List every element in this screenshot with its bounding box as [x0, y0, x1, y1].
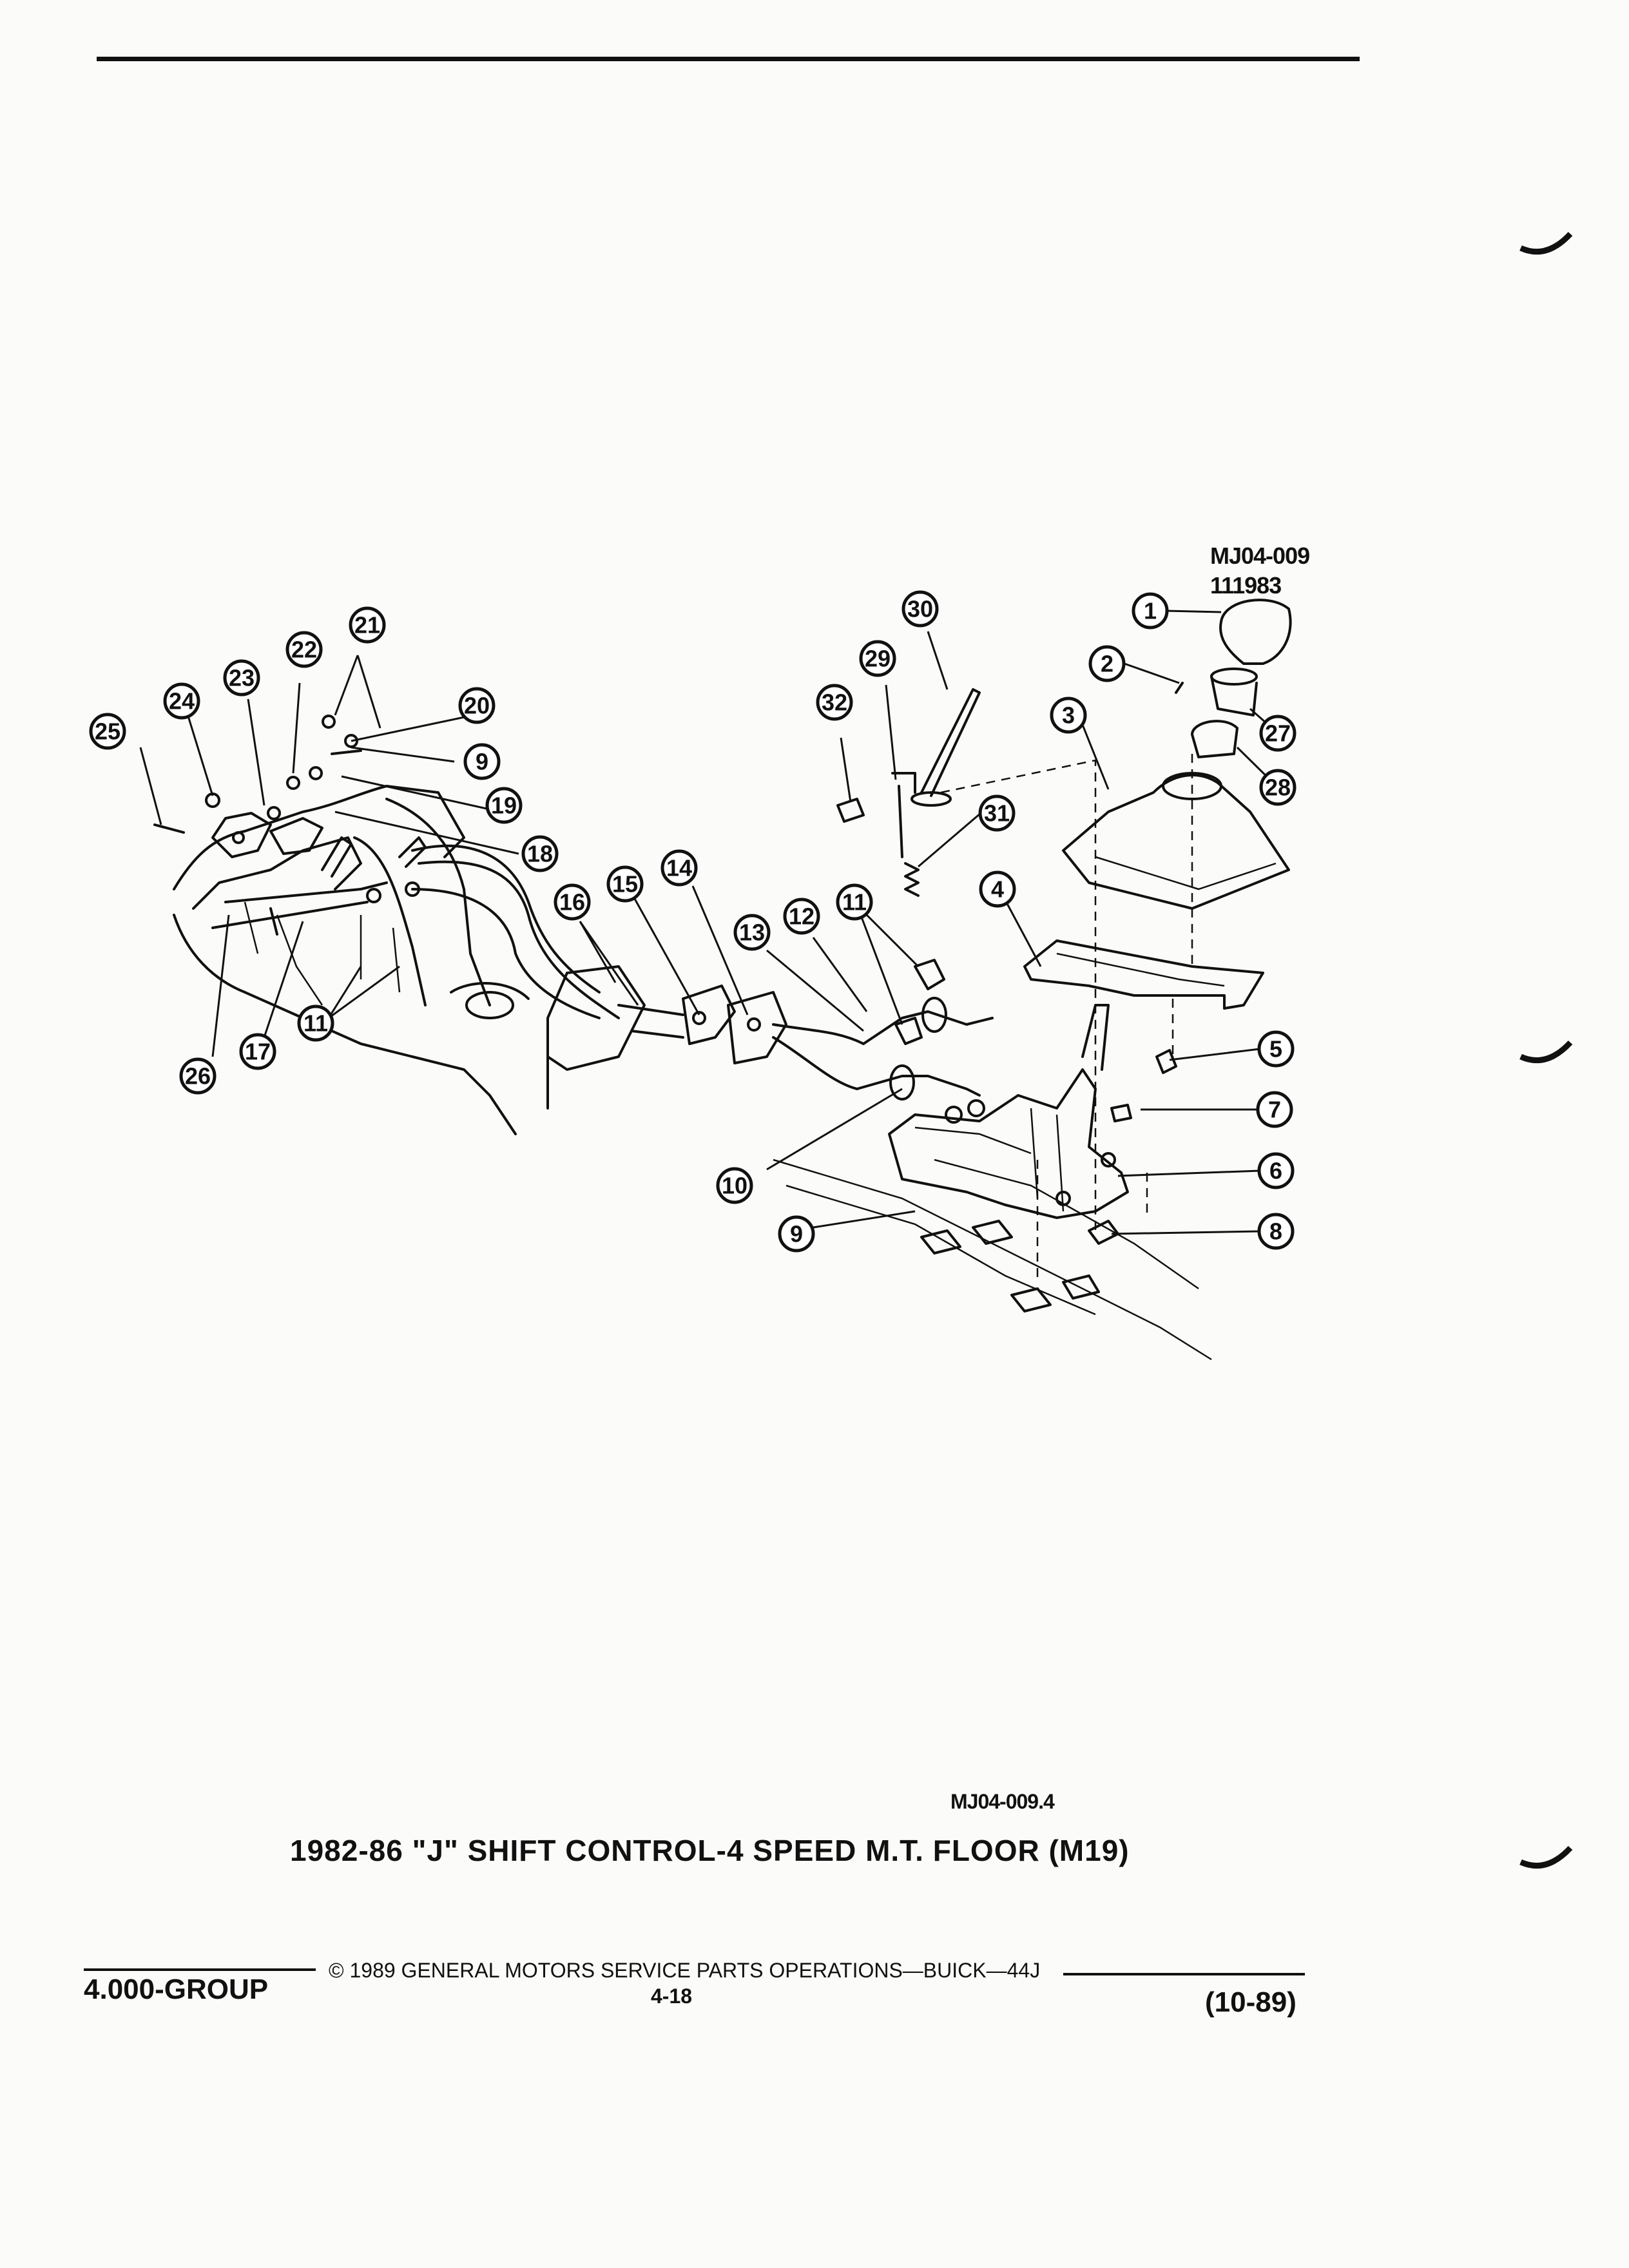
- callout-31-label: 31: [984, 800, 1010, 827]
- callout-7: 7: [1256, 1091, 1293, 1128]
- callout-29-label: 29: [865, 646, 891, 672]
- callout-21: 21: [349, 606, 386, 644]
- footer-copyright: © 1989 GENERAL MOTORS SERVICE PARTS OPER…: [329, 1959, 1041, 1982]
- callout-11-right: 11: [836, 883, 873, 921]
- cable-bracket-drawing: [546, 965, 865, 1110]
- callout-8-label: 8: [1269, 1218, 1282, 1245]
- binding-mark-2: [1519, 1040, 1573, 1064]
- callout-10: 10: [716, 1167, 753, 1204]
- callout-12: 12: [783, 898, 820, 935]
- callout-27-label: 27: [1265, 720, 1291, 747]
- callout-8: 8: [1257, 1213, 1295, 1250]
- callout-21-label: 21: [354, 612, 380, 639]
- binding-mark-3: [1519, 1845, 1573, 1869]
- callout-26: 26: [179, 1057, 217, 1095]
- callout-30-label: 30: [907, 596, 933, 622]
- callout-24-label: 24: [169, 688, 195, 715]
- callout-6: 6: [1257, 1152, 1295, 1189]
- callout-5: 5: [1257, 1030, 1295, 1068]
- callout-5-label: 5: [1269, 1036, 1282, 1062]
- callout-9-lower-label: 9: [790, 1221, 803, 1247]
- callout-20: 20: [458, 687, 496, 724]
- callout-3: 3: [1050, 697, 1087, 734]
- callout-19-label: 19: [491, 793, 517, 819]
- callout-22-label: 22: [291, 637, 317, 663]
- callout-3-label: 3: [1062, 702, 1075, 729]
- callout-9-lower: 9: [778, 1215, 815, 1253]
- shifter-assembly-drawing: [773, 599, 1292, 1361]
- footer-page-number: 4-18: [651, 1984, 693, 2008]
- callout-20-label: 20: [464, 693, 490, 719]
- callout-16: 16: [554, 883, 591, 921]
- bottom-ref-code: MJ04-009.4: [950, 1790, 1055, 1813]
- callout-28-label: 28: [1265, 774, 1291, 801]
- callout-7-label: 7: [1268, 1097, 1281, 1123]
- callout-11-left: 11: [297, 1004, 334, 1042]
- callout-22: 22: [285, 631, 323, 668]
- callout-1-label: 1: [1144, 598, 1157, 624]
- callout-12-label: 12: [789, 903, 815, 930]
- transmission-linkage-drawing: [153, 715, 620, 1135]
- footer-date: (10-89): [1205, 1986, 1296, 2018]
- callout-9-upper-label: 9: [476, 749, 488, 775]
- callout-11-left-label: 11: [304, 1010, 328, 1037]
- callout-18: 18: [521, 835, 559, 872]
- callout-13-label: 13: [739, 919, 765, 946]
- footer-rule-left: [84, 1968, 316, 1971]
- callout-24: 24: [163, 682, 200, 720]
- callout-25-label: 25: [95, 718, 120, 745]
- callout-19: 19: [485, 787, 523, 824]
- callout-28: 28: [1259, 769, 1296, 806]
- callout-17-label: 17: [245, 1039, 271, 1065]
- callout-14: 14: [660, 849, 698, 887]
- callout-29: 29: [859, 640, 896, 677]
- page-title: 1982-86 "J" SHIFT CONTROL-4 SPEED M.T. F…: [290, 1834, 1130, 1867]
- callout-23: 23: [223, 659, 260, 697]
- callout-9-upper: 9: [463, 743, 501, 780]
- callout-6-label: 6: [1269, 1158, 1282, 1184]
- callout-18-label: 18: [527, 841, 553, 867]
- callout-16-label: 16: [559, 889, 585, 916]
- footer-group: 4.000-GROUP: [84, 1974, 269, 2005]
- callout-14-label: 14: [666, 855, 692, 881]
- illustration-ref-number: 111983: [1210, 572, 1282, 599]
- illustration-ref-code: MJ04-009: [1210, 543, 1310, 569]
- callout-25: 25: [89, 713, 126, 750]
- callout-4: 4: [979, 870, 1016, 908]
- header-rule: [97, 57, 1360, 61]
- callout-17: 17: [239, 1033, 276, 1070]
- callout-2-label: 2: [1101, 651, 1113, 677]
- callout-15: 15: [606, 865, 644, 903]
- callout-27: 27: [1259, 715, 1296, 752]
- callout-32: 32: [816, 684, 853, 721]
- leader-lines: [139, 610, 1279, 1235]
- callout-1: 1: [1132, 592, 1169, 629]
- callout-4-label: 4: [991, 876, 1004, 903]
- callout-15-label: 15: [612, 871, 638, 898]
- callout-23-label: 23: [229, 665, 255, 691]
- callout-13: 13: [733, 914, 771, 951]
- callout-10-label: 10: [722, 1173, 747, 1199]
- callout-30: 30: [901, 590, 939, 628]
- callout-2: 2: [1088, 645, 1126, 682]
- callout-11-right-label: 11: [842, 889, 867, 916]
- callout-26-label: 26: [185, 1063, 211, 1090]
- callout-31: 31: [978, 794, 1016, 832]
- binding-mark-1: [1519, 231, 1573, 255]
- footer-rule-right: [1063, 1973, 1305, 1975]
- callout-32-label: 32: [822, 689, 847, 716]
